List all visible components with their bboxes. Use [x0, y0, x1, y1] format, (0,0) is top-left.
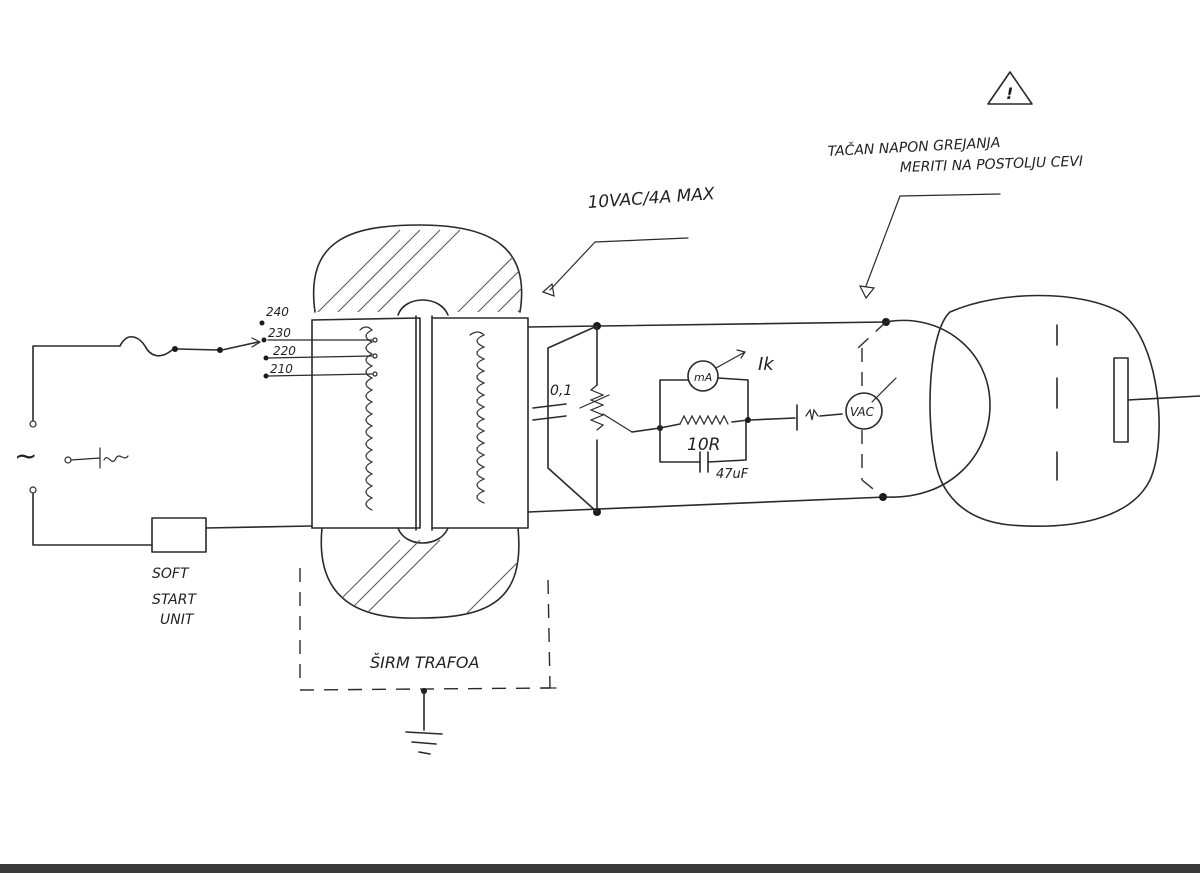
capacitor-0-1 [532, 325, 598, 513]
tap-210-label: 210 [270, 362, 293, 376]
shield-label: ŠIRM TRAFOA [370, 653, 479, 672]
warning-symbol: ! [1006, 84, 1013, 103]
heater-supply-label: 10VAC/4A MAX [587, 184, 716, 213]
primary-winding [311, 317, 421, 529]
ground-icon [405, 688, 443, 755]
soft-start-box [151, 517, 207, 553]
vacuum-tube [885, 294, 1200, 527]
current-ik-label: Ik [758, 354, 775, 375]
capacitor-47uf-label: 47uF [716, 467, 749, 482]
scan-edge [0, 864, 1200, 873]
warning-line1: TAČAN NAPON GREJANJA [827, 133, 1001, 160]
mains-switch-icon [64, 447, 129, 469]
warning-pointer [858, 193, 1001, 300]
resistor-10r-label: 10R [687, 435, 720, 455]
tap-220-label: 220 [273, 344, 296, 358]
soft-start-line1: SOFT [152, 566, 190, 582]
soft-start-label: SOFT START UNIT [152, 566, 200, 628]
voltmeter-label: VAC [850, 405, 875, 419]
toroid-bottom [320, 527, 520, 619]
bias-symbol [796, 404, 843, 431]
capacitor-value: 0,1 [550, 383, 572, 399]
ac-source-icon: ~ [14, 439, 37, 472]
potentiometer [579, 325, 633, 513]
warning-triangle-icon [987, 71, 1033, 105]
switch-icon [221, 337, 262, 351]
warning-line2: MERITI NA POSTOLJU CEVI [900, 154, 1084, 176]
soft-start-line2: START [152, 592, 197, 608]
heater-supply-pointer [541, 237, 689, 297]
tap-230-label: 230 [268, 326, 291, 340]
voltmeter [845, 321, 897, 498]
tap-240-label: 240 [266, 305, 289, 319]
secondary-winding [431, 317, 529, 529]
cathode-network [659, 349, 796, 473]
soft-start-line3: UNIT [160, 612, 195, 628]
mains-input [29, 345, 153, 546]
primary-taps [259, 320, 378, 379]
meter-ma-label: mA [694, 371, 712, 384]
fuse-icon [119, 336, 223, 357]
toroid-top [312, 224, 523, 316]
transformer-core [415, 315, 433, 531]
